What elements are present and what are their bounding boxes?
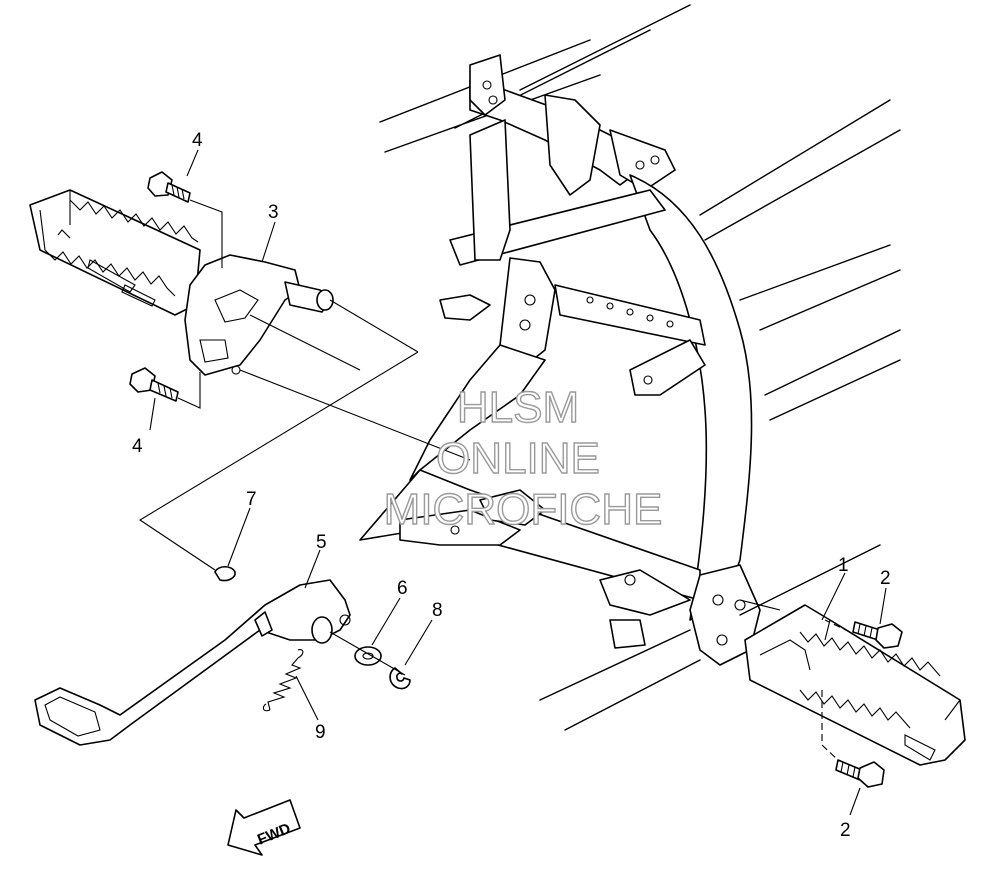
e-clip <box>389 667 411 690</box>
callout-4-upper: 4 <box>192 130 203 151</box>
right-footrest-peg <box>744 604 966 766</box>
bolt-right-lower <box>835 759 885 788</box>
callout-7: 7 <box>246 489 257 510</box>
arrow-fwd-icon: FWD <box>227 799 301 856</box>
washer <box>354 646 382 666</box>
watermark-line-1: HLSM <box>457 383 579 432</box>
callout-4-lower: 4 <box>132 436 143 457</box>
bolt-lower <box>129 367 179 402</box>
callout-2-upper: 2 <box>880 568 891 589</box>
callout-2-lower: 2 <box>840 820 851 841</box>
watermark-line-2: ONLINE <box>436 434 600 483</box>
callout-6: 6 <box>397 578 408 599</box>
watermark: HLSM ONLINE MICROFICHE <box>383 382 663 534</box>
callout-1: 1 <box>838 555 849 576</box>
callout-3: 3 <box>268 202 279 223</box>
bolt-upper <box>147 171 191 203</box>
left-footrest-peg <box>29 189 201 316</box>
cotter-clip <box>214 565 236 582</box>
frame-assembly <box>359 4 901 731</box>
bolt-right-upper <box>852 621 903 649</box>
footrest-bracket <box>184 254 334 376</box>
assembly-lines <box>138 199 851 761</box>
callout-5: 5 <box>316 532 327 553</box>
return-spring <box>262 649 304 712</box>
callout-9: 9 <box>315 722 326 743</box>
brake-pedal <box>34 579 351 746</box>
callout-leaders <box>149 149 887 816</box>
watermark-line-3: MICROFICHE <box>384 485 663 534</box>
callout-8: 8 <box>432 600 443 621</box>
